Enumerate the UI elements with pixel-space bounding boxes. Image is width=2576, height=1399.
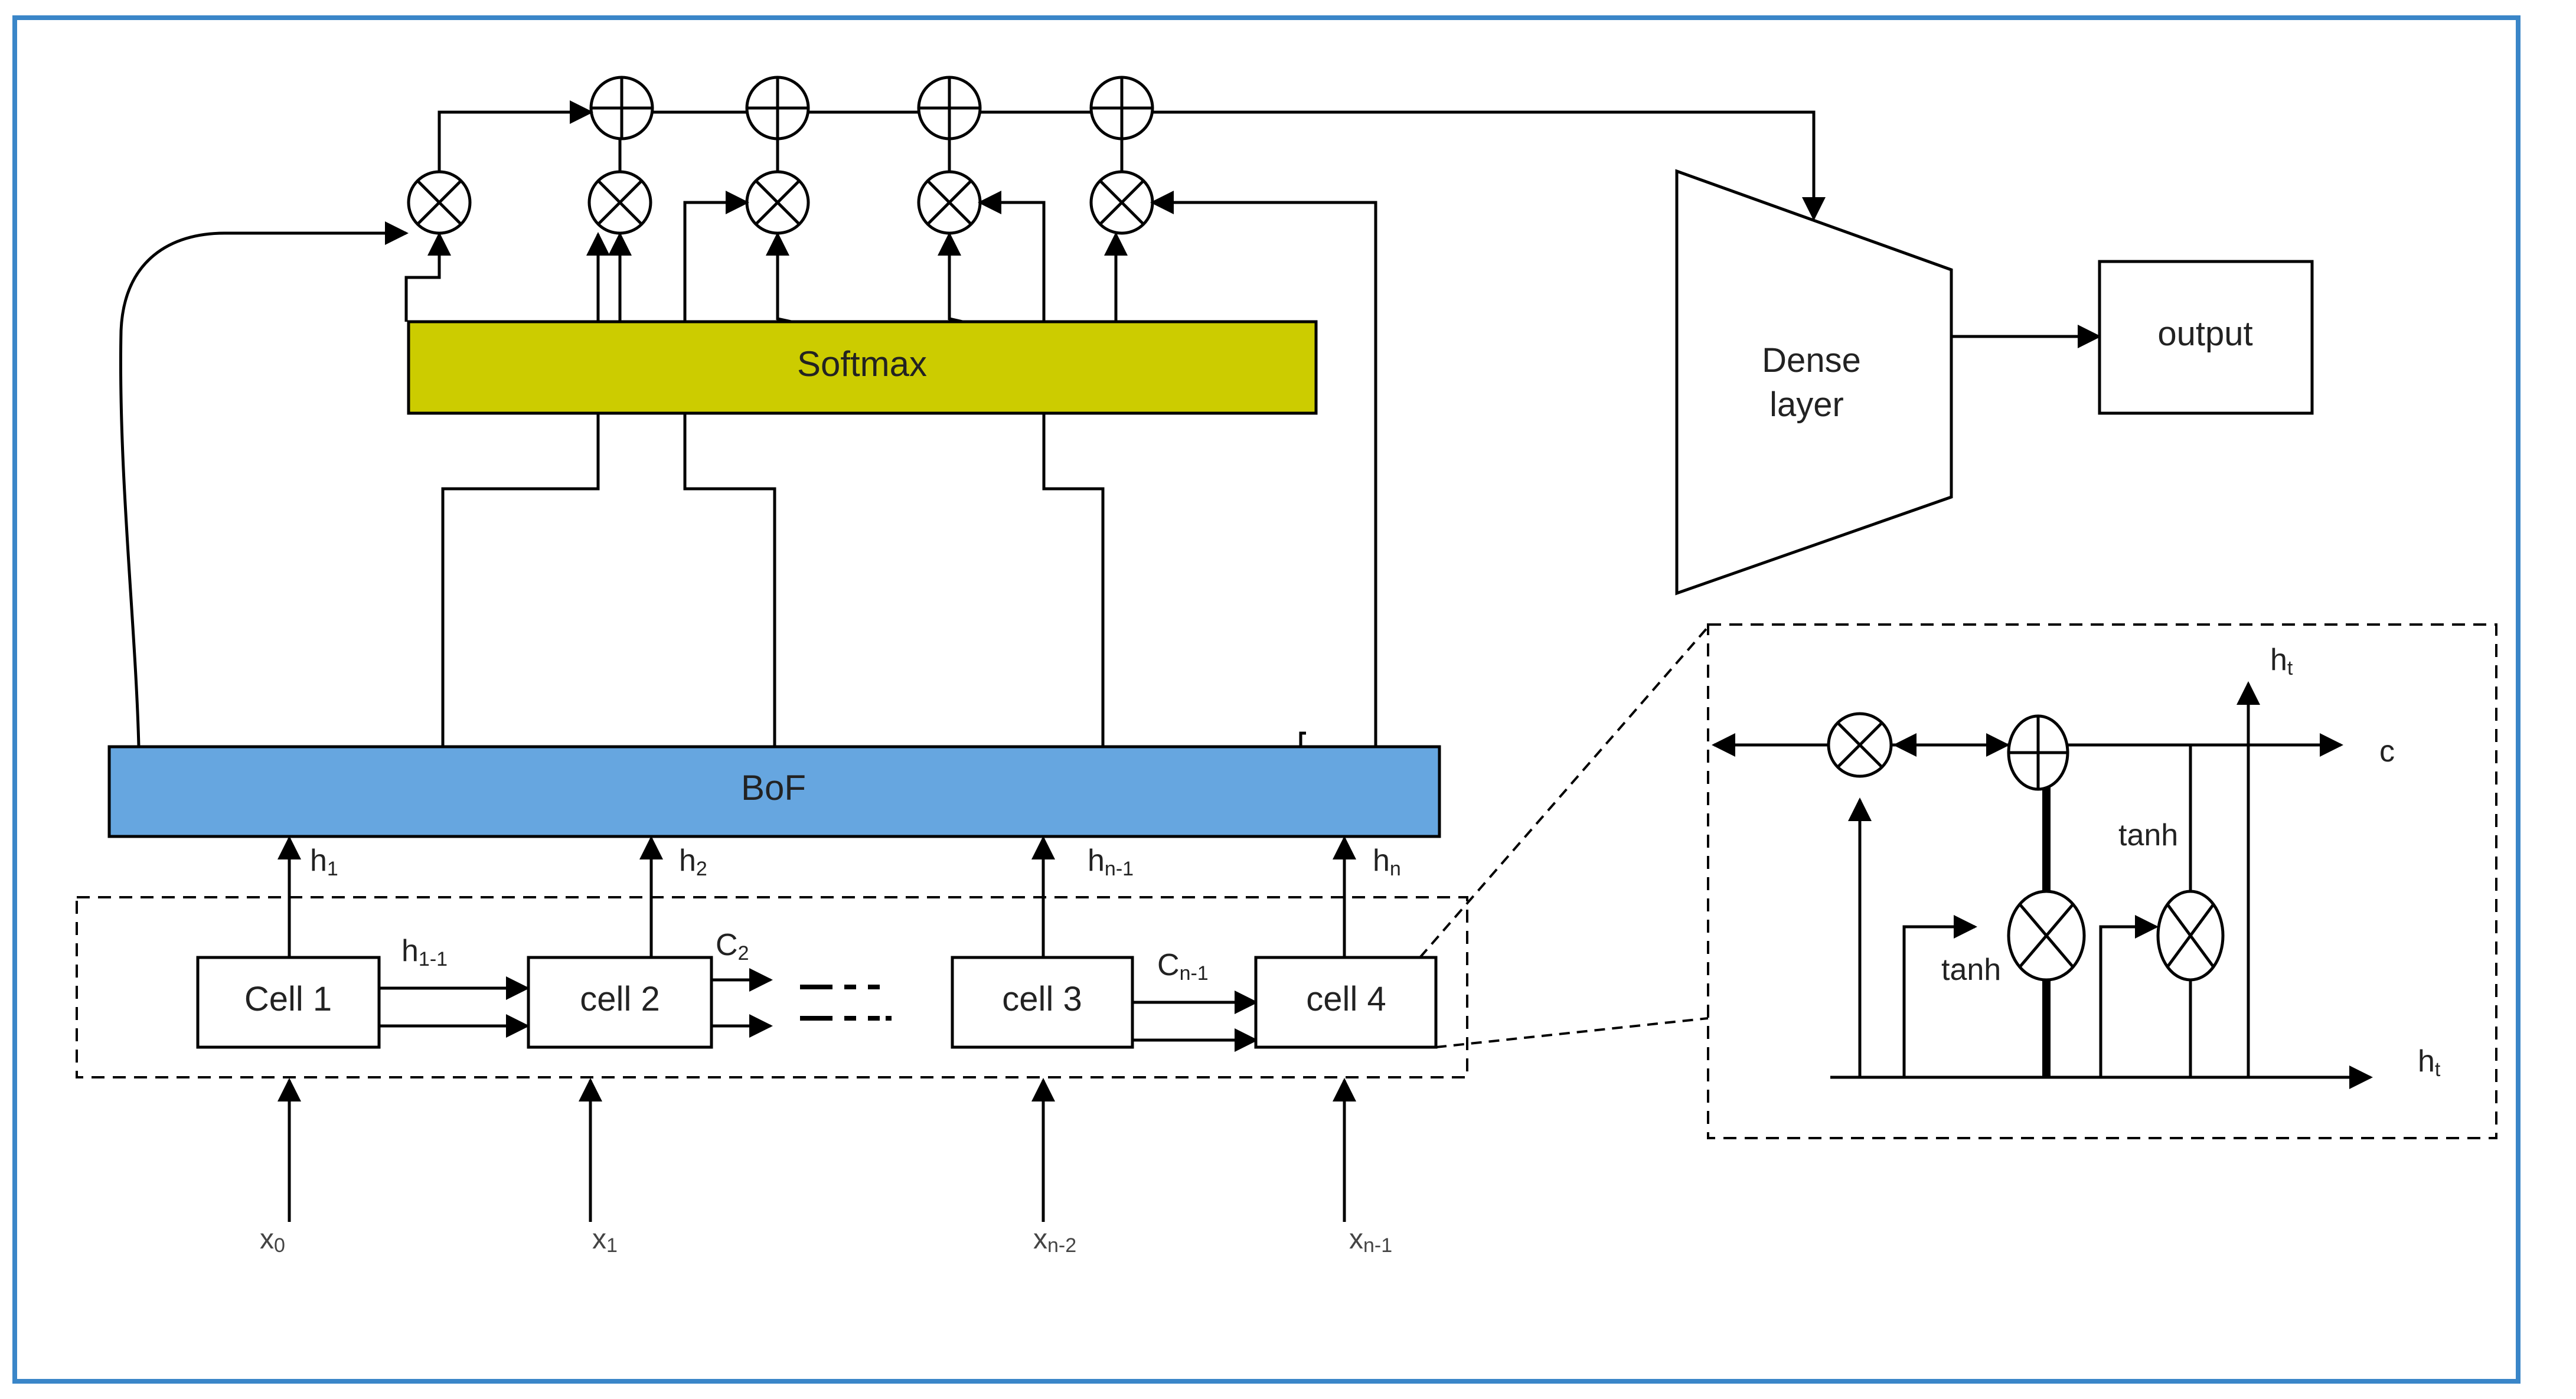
bof-label: BoF [741,768,806,808]
cell-plus-operator [2007,714,2069,791]
cell-links [277,836,1356,1222]
between-h-label: h1-1 [401,934,448,970]
plus-operator-4 [1089,76,1154,140]
softmax-label: Softmax [797,344,927,384]
tanh-top-label: tanh [2118,818,2178,852]
between-cn1-label: Cn-1 [1157,948,1209,985]
hidden-label-2: h2 [679,844,707,880]
zoom-connector-bottom [1435,1017,1709,1048]
continuation-dots [800,985,892,1021]
output-box [2098,260,2314,415]
plus-operator-1 [589,76,654,140]
cell-2-label: cell 2 [580,980,659,1018]
plus-operator-3 [917,76,982,140]
ht-right-label: ht [2418,1044,2441,1081]
ht-top-label: ht [2270,643,2293,679]
multiply-operator-3 [917,170,982,235]
bof-layer [107,745,1441,838]
attention-operators [119,76,1826,747]
cell-4 [1254,956,1438,1049]
dense-layer [1675,169,1953,596]
cell-4-label: cell 4 [1306,980,1386,1018]
cell-1-label: Cell 1 [244,980,332,1018]
cell-3-label: cell 3 [1002,980,1082,1018]
input-label-n-1: xn-1 [1349,1224,1392,1257]
forget-multiply-operator [1827,712,1893,778]
cell-2 [527,956,713,1049]
hidden-label-n-1: hn-1 [1088,844,1134,880]
tanh-mid-label: tanh [1941,953,2001,987]
plus-operator-2 [745,76,810,140]
input-label-0: x0 [260,1224,285,1257]
between-c2-label: C2 [716,928,749,965]
output-multiply-operator [2156,890,2225,982]
dense-label-line1: Dense [1762,341,1861,380]
input-label-1: x1 [592,1224,618,1257]
hidden-label-n: hn [1373,844,1401,880]
lstm-detail-box [1707,623,2497,1139]
multiply-operator-0 [407,170,472,235]
softmax-layer [407,320,1318,415]
input-label-n-2: xn-2 [1033,1224,1076,1257]
cell-3 [951,956,1134,1049]
lstm-chain-container [76,896,1468,1078]
hidden-label-1: h1 [310,844,338,880]
output-label: output [2157,315,2252,353]
diagram-border [12,15,2521,1384]
dense-label-line2: layer [1769,385,1844,424]
multiply-operator-2 [745,170,810,235]
multiply-operator-1 [587,170,652,235]
cell-1 [196,956,381,1049]
multiply-operator-4 [1089,170,1154,235]
cell-state-label: c [2379,734,2395,769]
zoom-connector-top [1419,626,1709,959]
input-multiply-operator [2007,890,2086,982]
